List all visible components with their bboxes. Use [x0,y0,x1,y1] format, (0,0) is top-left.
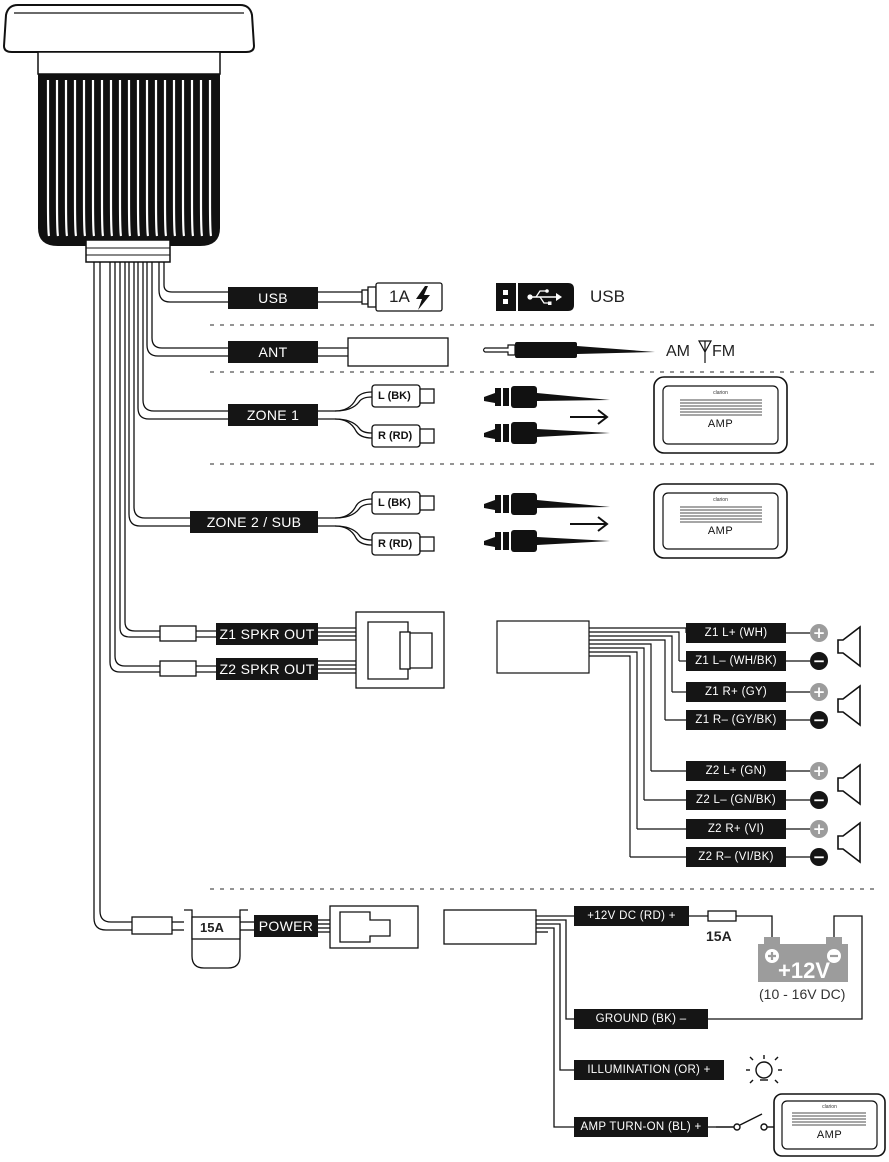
speaker-wire-label: Z1 R+ (GY) [686,682,786,702]
usb-icon [496,283,574,311]
zone2-connector-label: ZONE 2 / SUB [190,511,318,533]
zone2-amp-brand: clarion [713,497,728,503]
negative-terminal-icon: − [810,711,828,729]
usb-rating: 1A [389,287,410,306]
inline-fuse-rating: 15A [200,920,224,935]
z2-spkr-out-label: Z2 SPKR OUT [216,658,318,680]
zone1-connector-label: ZONE 1 [228,404,318,426]
arrow-icon [570,516,609,532]
antenna-icon [697,340,713,363]
negative-terminal-icon: − [810,848,828,866]
zone1-right-plug-label: R (RD) [378,430,413,442]
amp-turn-on-wire-label: AMP TURN-ON (BL) + [574,1117,708,1137]
heatsink-fin [172,80,177,237]
zone2-left-plug-label: L (BK) [378,497,411,509]
heatsink-fin [64,80,69,237]
heatsink-fin [199,80,204,237]
usb-connector-label: USB [228,287,318,309]
lightning-icon [416,286,430,310]
heatsink-fin [100,80,105,237]
amp-turn-on-amp [773,1093,886,1157]
power-connector-label: POWER [254,915,318,937]
heatsink-fin [145,80,150,237]
speaker-wire-label: Z1 R– (GY/BK) [686,710,786,730]
antenna-fm-label: FM [712,343,736,360]
heatsink-fin [55,80,60,237]
zone2-right-plug-label: R (RD) [378,538,413,550]
speaker-wire-label: Z1 L+ (WH) [686,623,786,643]
ground-wire-label: GROUND (BK) – [574,1009,708,1029]
harness-wires [93,262,228,931]
battery-fuse-rating: 15A [706,928,732,944]
speaker-wire-label: Z2 L+ (GN) [686,761,786,781]
heatsink-fin [118,80,123,237]
zone1-amp-label: AMP [707,418,734,430]
heatsink-fin [46,80,51,237]
amp-turn-on-amp-brand: clarion [822,1104,837,1110]
amp-turn-on-amp-label: AMP [816,1129,843,1141]
negative-terminal-icon: − [810,652,828,670]
power-connector [131,905,863,1128]
battery-icon [758,937,848,982]
positive-terminal-icon: + [810,762,828,780]
zone2-amp [653,483,788,559]
zone1-amp-brand: clarion [713,390,728,396]
speaker-out-connectors [159,611,445,689]
heatsink-fin [109,80,114,237]
speaker-wire-label: Z2 L– (GN/BK) [686,790,786,810]
zone1-rca-plugs [484,386,610,444]
speaker-wire-label: Z2 R– (VI/BK) [686,847,786,867]
lamp-icon [746,1055,782,1084]
z1-spkr-out-label: Z1 SPKR OUT [216,623,318,645]
plus12v-wire-label: +12V DC (RD) + [574,906,689,926]
arrow-icon [570,409,609,425]
head-unit [2,4,256,263]
zone1-amp [653,376,788,454]
heatsink-fin [208,80,213,237]
heatsink-fin [181,80,186,237]
heatsink-fin [190,80,195,237]
ant-connector-label: ANT [228,341,318,363]
zone2-amp-label: AMP [707,525,734,537]
zone1-splitter [318,384,435,448]
antenna-plug [482,342,655,358]
battery-voltage: +12V [778,958,830,983]
heatsink-fin [91,80,96,237]
speaker-wire-label: Z1 L– (WH/BK) [686,651,786,671]
zone2-splitter [318,491,435,556]
antenna-am-label: AM [666,343,690,360]
antenna-cable [318,337,449,367]
heatsink-fin [136,80,141,237]
heatsink-fin [127,80,132,237]
section-dividers [210,324,880,890]
speaker-harness [496,620,810,858]
zone2-rca-plugs [484,493,610,552]
illumination-wire-label: ILLUMINATION (OR) + [574,1060,724,1080]
positive-terminal-icon: + [810,624,828,642]
heatsink-fin [82,80,87,237]
heatsink-fin [73,80,78,237]
speaker-icon [837,625,861,864]
zone1-left-plug-label: L (BK) [378,390,411,402]
battery-range: (10 - 16V DC) [759,986,846,1002]
speaker-wire-label: Z2 R+ (VI) [686,819,786,839]
negative-terminal-icon: − [810,791,828,809]
heatsink-fin [154,80,159,237]
heatsink-fin [163,80,168,237]
positive-terminal-icon: + [810,683,828,701]
switch-icon [716,1113,774,1131]
positive-terminal-icon: + [810,820,828,838]
usb-device-label: USB [590,287,625,306]
